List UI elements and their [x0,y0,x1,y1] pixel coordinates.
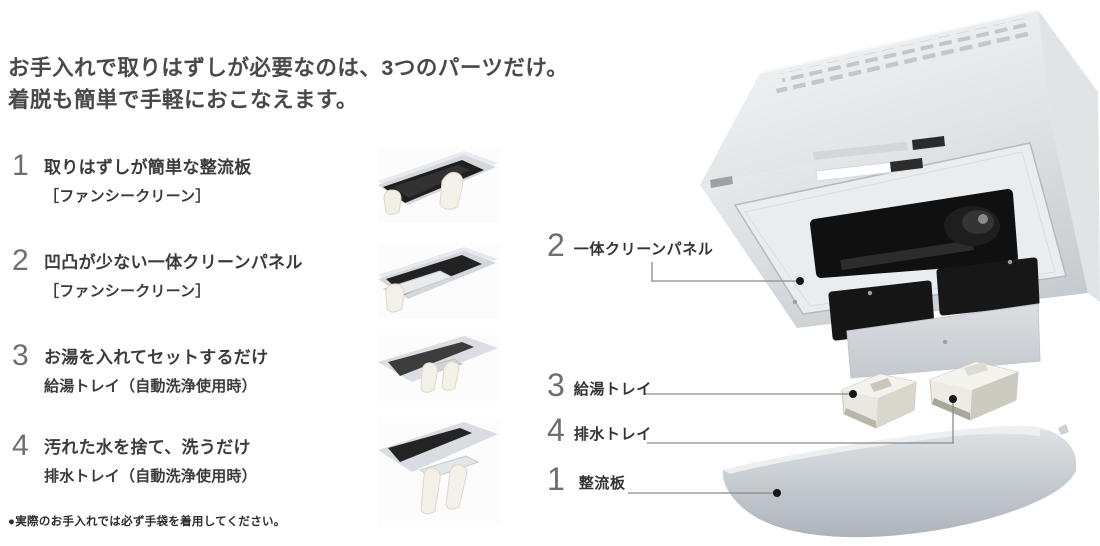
supply-tray-setting-photo [378,334,500,402]
side-badge [710,176,733,188]
clip [1007,259,1013,265]
drain-tray-removal-photo [378,418,500,526]
front-light-slot [815,160,904,182]
clip [867,290,873,296]
glove-left [420,467,441,515]
plate-clip [1058,424,1069,435]
glove-right [445,464,468,510]
leader-clean-panel [651,262,800,282]
step-item-4: 4 汚れた水を捨て、洗うだけ 排水トレイ（自動洗浄使用時） [12,431,257,486]
step-subtitle: ［ファンシークリーン］ [44,283,211,300]
step-number: 1 [12,149,29,182]
clean-panel-inner-line [744,151,1056,307]
label-number: 4 [547,412,565,448]
label-number: 2 [547,227,565,263]
label-number: 1 [547,461,565,497]
diagram-label-deflector: 1 整流板 [547,461,626,497]
label-text: 排水トレイ [573,426,652,443]
page-title-line2: 着脱も簡単で手軽におこなえます。 [8,88,358,113]
label-text: 整流板 [578,475,626,492]
step-2-photo [378,243,500,319]
glove-right [439,171,464,210]
deflector-plate [722,424,1076,538]
step-1-photo [378,147,500,223]
step-subtitle: ［ファンシークリーン］ [44,188,211,205]
step-item-1: 1 取りはずしが簡単な整流板 ［ファンシークリーン］ [12,151,252,206]
switch-handle [890,158,923,172]
brand-logo-strip [813,142,908,160]
step-number: 3 [12,339,29,372]
filter-cover-right [936,257,1040,316]
supply-tray [841,373,917,429]
label-text: 給湯トレイ [573,381,652,398]
leader-lines [628,262,954,494]
step-number: 2 [12,244,29,277]
exploded-view-diagram [628,9,1100,538]
page-title-line1: お手入れで取りはずしが必要なのは、3つのパーツだけ。 [8,56,569,80]
glove-left [385,283,405,313]
footnote: ●実際のお手入れでは必ず手袋を着用してください。 [8,516,286,528]
hood-panel-removal-photo [378,243,500,319]
fan-opening-reflection [840,240,974,270]
damper-handle [912,136,945,150]
step-title: 汚れた水を捨て、洗うだけ [44,438,251,457]
glove-left [420,362,438,393]
step-4-photo [378,418,500,526]
hood-deflector-removal-photo [378,147,500,223]
glove-right [441,361,460,391]
label-text: 一体クリーンパネル [573,241,714,258]
step-3-photo [378,334,500,402]
clip [942,339,948,345]
hood-front-panel [700,10,1050,185]
leader-drain-tray [647,400,954,444]
hood-interior-slot [388,342,474,376]
label-number: 3 [547,367,565,403]
diagram-label-supply-tray: 3 給湯トレイ [547,367,652,403]
clip [792,299,798,305]
drain-tray [929,361,1019,421]
step-subtitle: 排水トレイ（自動洗浄使用時） [44,468,257,485]
step-number: 4 [12,429,29,462]
vent-slots [775,17,1035,95]
step-title: お湯を入れてセットするだけ [44,348,269,367]
step-title: 取りはずしが簡単な整流板 [44,158,252,177]
step-subtitle: 給湯トレイ（自動洗浄使用時） [44,378,257,395]
step-item-2: 2 凹凸が少ない一体クリーンパネル ［ファンシークリーン］ [12,246,303,301]
diagram-label-drain-tray: 4 排水トレイ [547,412,652,448]
step-title: 凹凸が少ない一体クリーンパネル [44,253,303,272]
page-title: お手入れで取りはずしが必要なのは、3つのパーツだけ。 着脱も簡単で手軽におこなえ… [8,52,568,117]
hood-interior-slot [388,428,472,462]
fan-hub [978,214,988,224]
glove-left [383,189,402,215]
hood-right-side-wall [1038,10,1100,302]
panel-top-edge [759,9,1039,74]
step-item-3: 3 お湯を入れてセットするだけ 給湯トレイ（自動洗浄使用時） [12,341,268,396]
diagram-label-clean-panel: 2 一体クリーンパネル [547,227,714,263]
leader-dots [773,277,957,497]
